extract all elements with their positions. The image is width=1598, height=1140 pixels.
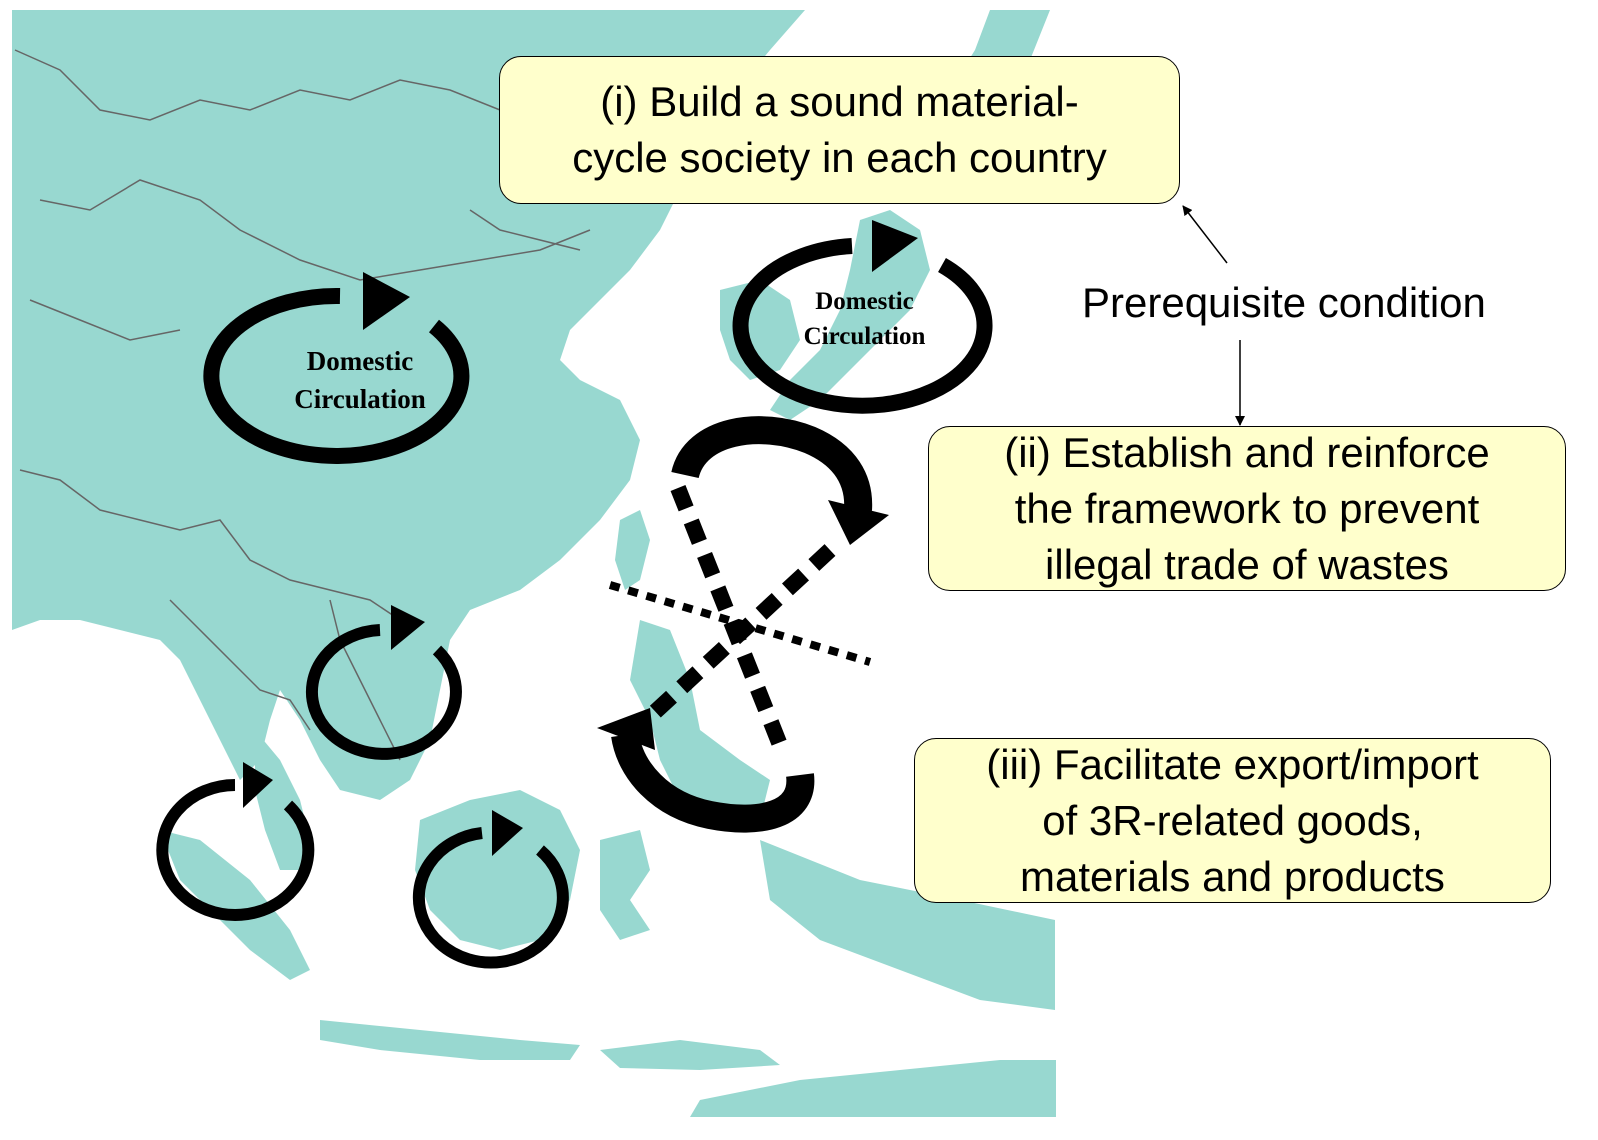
box-ii-line1: (ii) Establish and reinforce	[1004, 428, 1490, 476]
land-sulawesi	[600, 830, 650, 940]
dotted-route	[608, 581, 872, 666]
box-iii-line2: of 3R-related goods,	[1042, 796, 1423, 844]
regional-3r-diagram: Domestic Circulation Domestic Circulatio…	[12, 10, 1566, 1117]
box-i-line2: cycle society in each country	[572, 134, 1107, 181]
circular-arrow-icon	[306, 624, 462, 760]
circular-arrow-icon	[732, 238, 993, 414]
circular-arrow-head	[391, 605, 425, 650]
land-lesser-sunda	[600, 1040, 780, 1070]
dotted-route	[649, 544, 836, 718]
country-borders	[14, 49, 681, 761]
japan-circulation-label: Domestic Circulation	[787, 284, 942, 354]
circular-arrow-icon	[412, 827, 569, 969]
box-facilitate-trade: (iii) Facilitate export/import of 3R-rel…	[914, 738, 1551, 903]
land-philippines	[630, 620, 770, 820]
domestic-cycles	[156, 220, 993, 969]
curved-arrow-head	[597, 708, 655, 750]
curved-arrow-icon	[671, 416, 873, 511]
circular-arrow-icon	[156, 779, 315, 921]
land-borneo	[415, 790, 580, 950]
box-i-line1: (i) Build a sound material-	[600, 78, 1079, 125]
circular-arrow-head	[363, 272, 410, 330]
land-new-guinea	[760, 840, 1055, 1010]
circular-arrow-head	[872, 220, 918, 272]
box-ii-line2: the framework to prevent	[1014, 484, 1480, 532]
land-japan	[770, 210, 930, 420]
box-iii-line1: (iii) Facilitate export/import	[986, 740, 1479, 788]
prerequisite-label: Prerequisite condition	[1082, 279, 1486, 326]
land-malay-peninsula	[255, 730, 310, 870]
land-java	[320, 1020, 580, 1060]
map-and-arrows	[12, 10, 1245, 1117]
box-iii-line3: materials and products	[1020, 852, 1445, 900]
circulation-label-line2: Circulation	[294, 383, 426, 414]
circular-arrow-icon	[203, 287, 470, 464]
land-australia	[690, 1060, 1056, 1117]
land-sumatra	[160, 830, 310, 980]
box-illegal-trade: (ii) Establish and reinforce the framewo…	[928, 426, 1566, 591]
china-circulation-label: Domestic Circulation	[285, 343, 435, 419]
box-ii-line3: illegal trade of wastes	[1045, 540, 1449, 588]
circulation-label-line2: Circulation	[803, 323, 926, 350]
dotted-route	[670, 485, 788, 748]
arrow-up-to-box-i	[1182, 205, 1228, 264]
trade-arrows	[597, 416, 889, 833]
curved-arrow-head	[828, 500, 889, 545]
box-sound-material-cycle: (i) Build a sound material- cycle societ…	[499, 56, 1180, 204]
prerequisite-arrows	[1182, 205, 1245, 426]
circular-arrow-head	[492, 810, 523, 856]
circulation-label-line1: Domestic	[306, 346, 414, 376]
circulation-label-line1: Domestic	[815, 288, 914, 315]
circular-arrow-head	[243, 762, 273, 808]
land-taiwan	[615, 510, 650, 590]
curved-arrow-icon	[611, 732, 815, 833]
